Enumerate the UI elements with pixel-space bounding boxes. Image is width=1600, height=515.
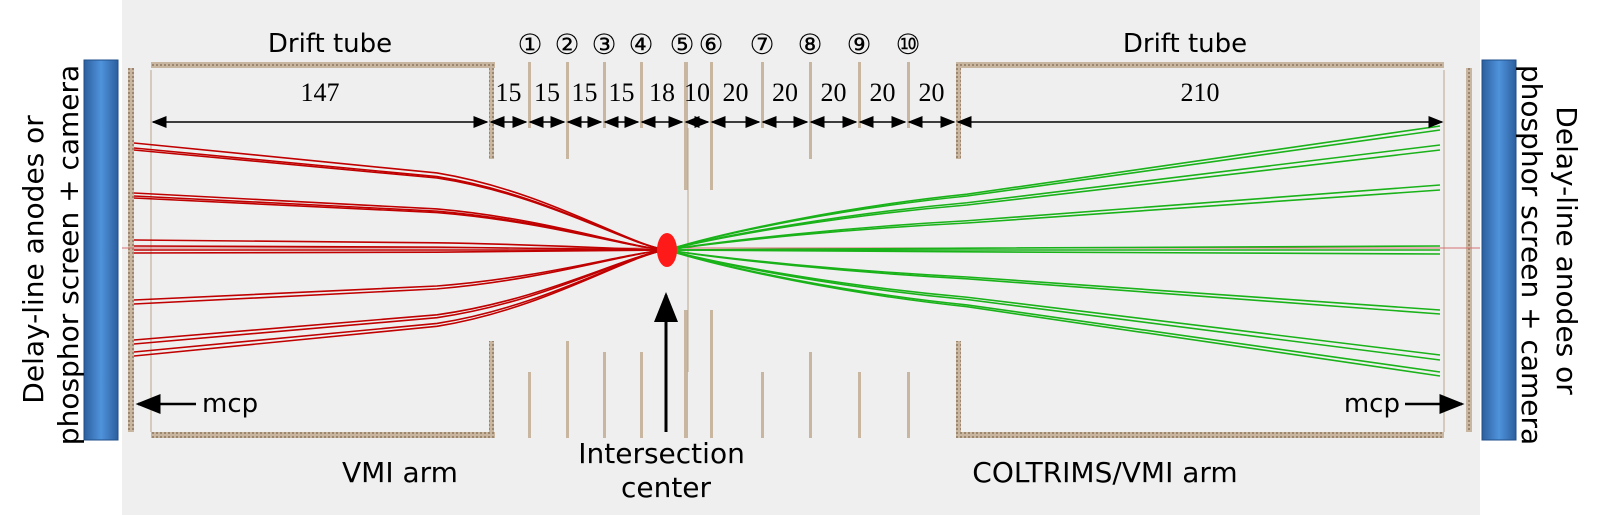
electrode-number-label: ⑩ <box>895 28 920 61</box>
mcp-plate-right <box>1466 68 1472 432</box>
dimension-label: 20 <box>772 78 798 107</box>
dimension-label: 20 <box>870 78 896 107</box>
drift-tube-right <box>956 62 1444 438</box>
dimension-label: 147 <box>301 78 340 107</box>
dimension-label: 15 <box>609 78 635 107</box>
detector-right-label: Delay-line anodes or phosphor screen + c… <box>1515 65 1583 445</box>
electrode-number-label: ⑥ <box>698 28 723 61</box>
intersection-spot <box>657 233 677 267</box>
green-trajectory <box>666 249 1441 255</box>
dimension-label: 10 <box>684 78 710 107</box>
dimension-label: 15 <box>496 78 522 107</box>
detector-left <box>83 59 119 441</box>
coltrims-arm-label: COLTRIMS/VMI arm <box>972 456 1237 489</box>
dimension-label: 15 <box>572 78 598 107</box>
electrode-number-label: ⑤ <box>669 28 694 61</box>
electrode-number-label: ① <box>517 28 542 61</box>
mcp-plate-left <box>128 68 134 432</box>
electrode-number-label: ④ <box>628 28 653 61</box>
green-trajectory <box>666 249 1441 361</box>
mcp-right-label: mcp <box>1344 389 1400 419</box>
dimension-label: 18 <box>649 78 675 107</box>
electrode-number-label: ③ <box>591 28 616 61</box>
dimension-label: 20 <box>723 78 749 107</box>
red-trajectory <box>133 197 668 251</box>
green-trajectory <box>666 189 1441 251</box>
red-trajectory <box>133 249 668 254</box>
electrode-number-label: ② <box>554 28 579 61</box>
dimension-label: 210 <box>1181 78 1220 107</box>
red-trajectory <box>133 249 668 357</box>
vmi-arm-label: VMI arm <box>342 456 458 489</box>
dimension-label: 20 <box>821 78 847 107</box>
detector-right <box>1481 59 1517 441</box>
drift-tube-left <box>151 62 495 438</box>
green-trajectory <box>666 149 1441 251</box>
electrode-number-label: ⑨ <box>846 28 871 61</box>
green-trajectory <box>666 129 1441 251</box>
green-trajectory <box>666 249 1441 315</box>
intersection-label: Intersection center <box>578 437 753 504</box>
electrode-number-label: ⑦ <box>749 28 774 61</box>
electrode-number-label: ⑧ <box>797 28 822 61</box>
dimension-label: 20 <box>919 78 945 107</box>
dimension-label: 15 <box>534 78 560 107</box>
detector-left-label: Delay-line anodes or phosphor screen + c… <box>17 65 85 445</box>
green-trajectory <box>666 249 1441 377</box>
red-trajectories <box>133 142 668 357</box>
drift-tube-right-label: Drift tube <box>1123 29 1247 59</box>
green-trajectories <box>666 125 1441 377</box>
red-trajectory <box>133 149 668 251</box>
background-panel <box>122 0 1480 515</box>
red-trajectory <box>133 249 668 305</box>
dimension-labels: 147 15 15 15 15 18 10 20 20 20 20 20 210 <box>301 78 1220 107</box>
mcp-left-label: mcp <box>202 389 258 419</box>
drift-tube-left-label: Drift tube <box>268 29 392 59</box>
